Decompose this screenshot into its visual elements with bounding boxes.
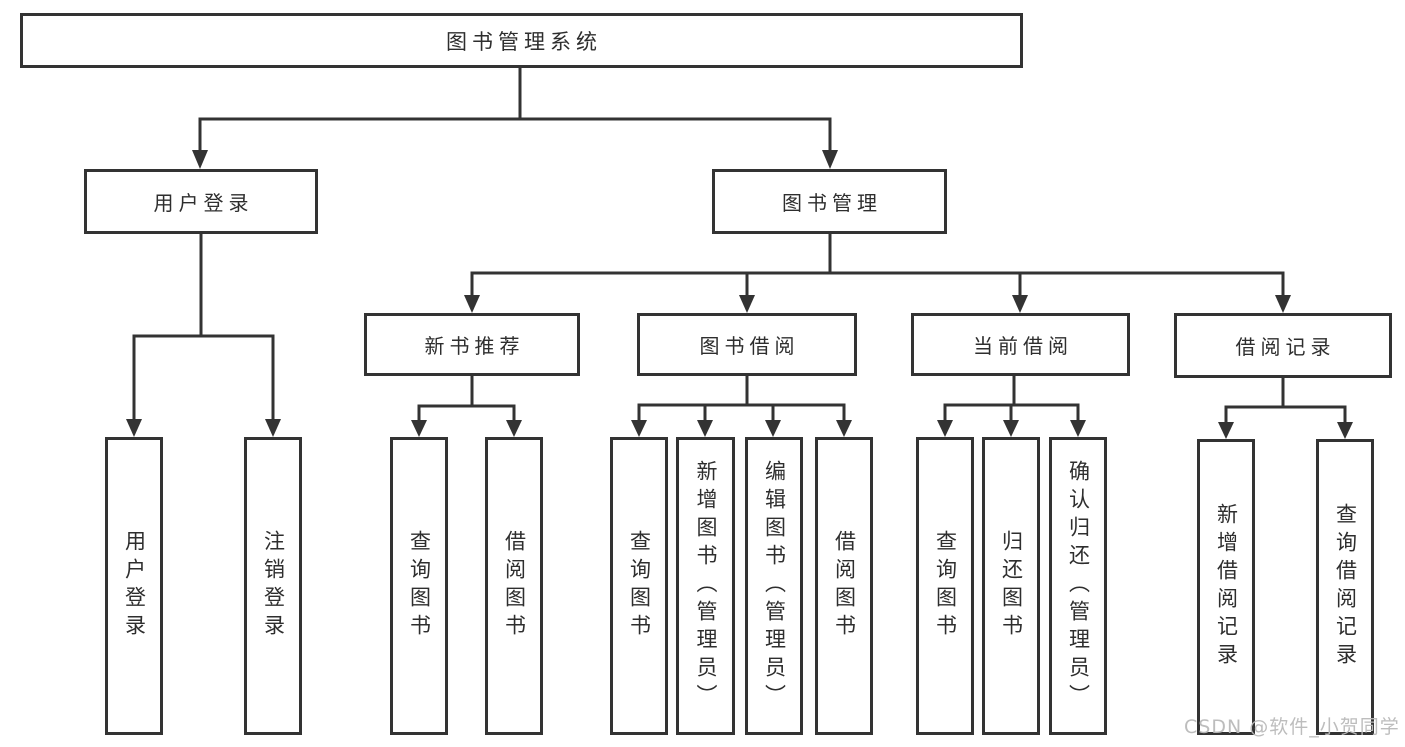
leaf-logout-login-label: 注销登录 bbox=[261, 530, 286, 642]
leaf-query-book-label: 查询图书 bbox=[407, 530, 432, 642]
node-user-login: 用户登录 bbox=[84, 169, 318, 234]
csdn-watermark: CSDN @软件_小贺同学 bbox=[1184, 716, 1400, 738]
node-borrow-records-label: 借阅记录 bbox=[1235, 335, 1336, 359]
leaf-query-book: 查询图书 bbox=[916, 437, 974, 735]
leaf-query-borrow-record: 查询借阅记录 bbox=[1316, 439, 1374, 735]
node-book-borrow: 图书借阅 bbox=[637, 313, 857, 376]
leaf-query-book-label: 查询图书 bbox=[933, 530, 958, 642]
leaf-edit-book-admin: 编辑图书（管理员） bbox=[745, 437, 803, 735]
leaf-add-book-admin-label: 新增图书（管理员） bbox=[694, 460, 718, 712]
leaf-user-login-label: 用户登录 bbox=[122, 530, 147, 642]
leaf-borrow-book: 借阅图书 bbox=[815, 437, 873, 735]
leaf-query-borrow-record-label: 查询借阅记录 bbox=[1333, 503, 1358, 671]
node-book-management: 图书管理 bbox=[712, 169, 947, 234]
arrowheads bbox=[126, 150, 1353, 439]
leaf-user-login: 用户登录 bbox=[105, 437, 163, 735]
node-book-borrow-label: 图书借阅 bbox=[699, 334, 800, 358]
leaf-query-book: 查询图书 bbox=[390, 437, 448, 735]
leaf-logout-login: 注销登录 bbox=[244, 437, 302, 735]
leaf-query-book-label: 查询图书 bbox=[627, 530, 652, 642]
leaf-query-book: 查询图书 bbox=[610, 437, 668, 735]
leaf-return-book-label: 归还图书 bbox=[999, 530, 1024, 642]
leaf-borrow-book-label: 借阅图书 bbox=[832, 530, 857, 642]
leaf-confirm-return-admin-label: 确认归还（管理员） bbox=[1066, 460, 1091, 712]
node-borrow-records: 借阅记录 bbox=[1174, 313, 1392, 378]
leaf-add-borrow-record-label: 新增借阅记录 bbox=[1214, 503, 1239, 671]
leaf-add-book-admin: 新增图书（管理员） bbox=[676, 437, 735, 735]
node-new-book-recommend: 新书推荐 bbox=[364, 313, 580, 376]
node-user-login-label: 用户登录 bbox=[153, 191, 254, 215]
leaf-add-borrow-record: 新增借阅记录 bbox=[1197, 439, 1255, 735]
leaf-borrow-book-label: 借阅图书 bbox=[502, 530, 527, 642]
node-book-management-label: 图书管理 bbox=[782, 191, 882, 215]
leaf-return-book: 归还图书 bbox=[982, 437, 1040, 735]
root-node: 图书管理系统 bbox=[20, 13, 1023, 68]
node-current-borrow-label: 当前借阅 bbox=[973, 334, 1073, 358]
leaf-edit-book-admin-label: 编辑图书（管理员） bbox=[762, 460, 787, 712]
node-current-borrow: 当前借阅 bbox=[911, 313, 1130, 376]
leaf-borrow-book: 借阅图书 bbox=[485, 437, 543, 735]
root-node-label: 图书管理系统 bbox=[446, 29, 602, 54]
node-new-book-recommend-label: 新书推荐 bbox=[424, 334, 525, 358]
leaf-confirm-return-admin: 确认归还（管理员） bbox=[1049, 437, 1107, 735]
